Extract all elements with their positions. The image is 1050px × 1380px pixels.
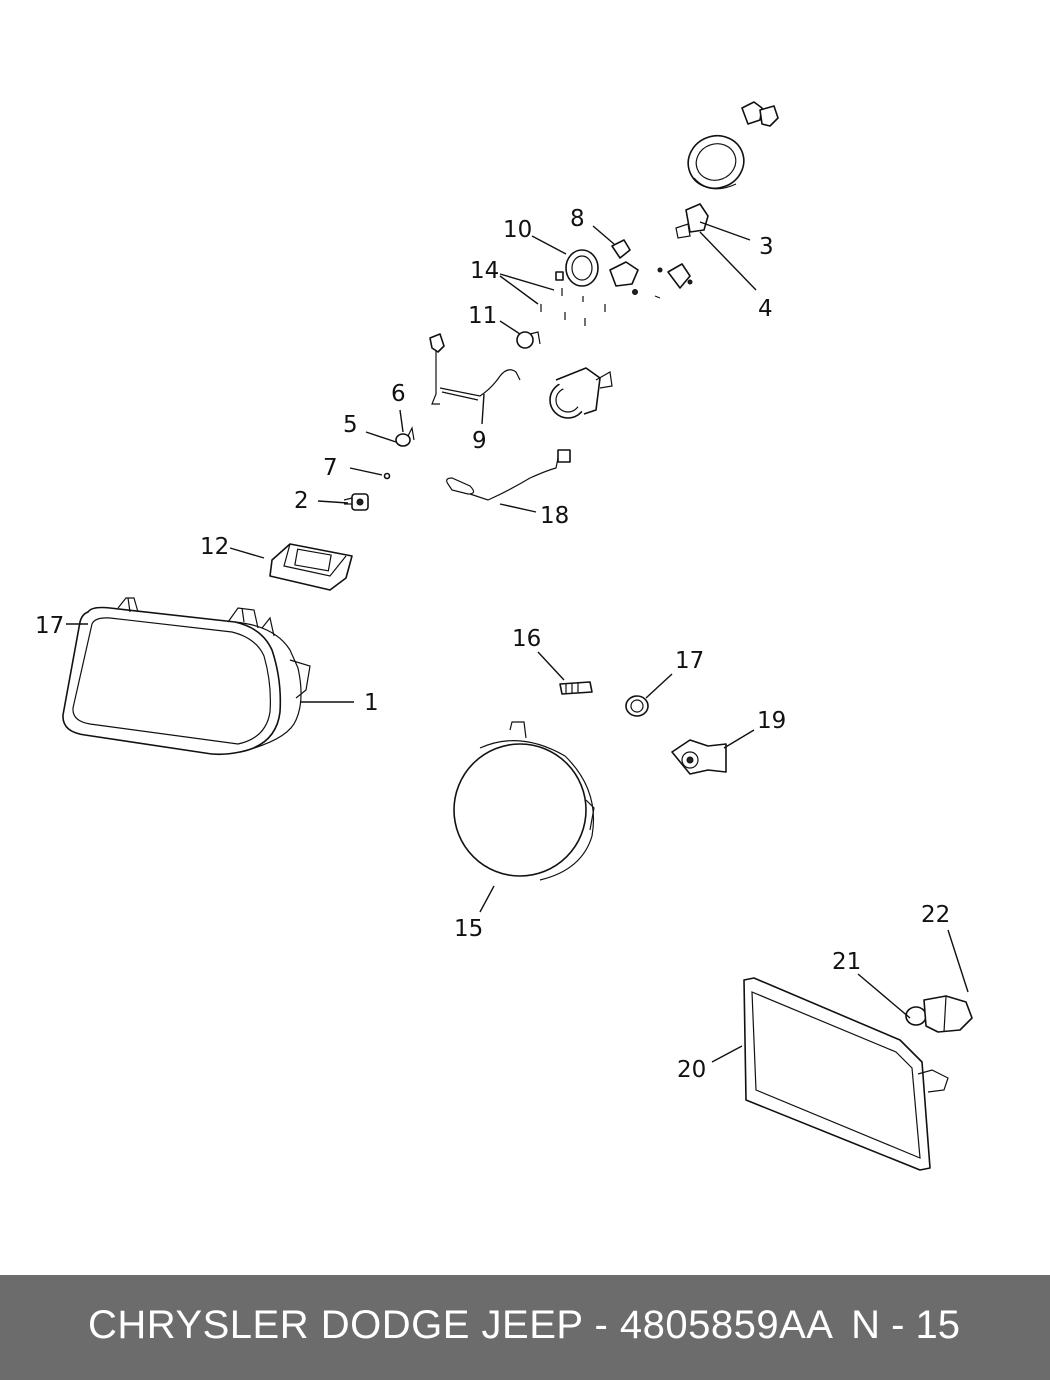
- screws: [540, 271, 661, 326]
- callout-21: 21: [832, 949, 861, 975]
- callout-9: 9: [472, 428, 487, 454]
- callout-20: 20: [677, 1057, 706, 1083]
- upper-bulb-socket: [675, 203, 709, 239]
- callout-2: 2: [294, 488, 309, 514]
- wire-harness: [429, 333, 521, 405]
- callout-17-left: 17: [35, 613, 64, 639]
- fog-lamp-bulb: [671, 739, 727, 775]
- marker-bulb-socket: [905, 995, 973, 1033]
- headlamp-assembly: [62, 597, 311, 756]
- wire-harness-connector: [446, 449, 571, 501]
- callout-14: 14: [470, 258, 499, 284]
- callout-18: 18: [540, 503, 569, 529]
- callout-11: 11: [468, 303, 497, 329]
- callout-10: 10: [503, 217, 532, 243]
- round-fog-lamp: [453, 721, 595, 881]
- leader-lines: [66, 221, 969, 1063]
- part-number-title: CHRYSLER DODGE JEEP - 4805859AA: [88, 1303, 834, 1347]
- ballast-module: [269, 543, 353, 591]
- side-marker-lamp: [743, 977, 949, 1171]
- top-connector: [741, 101, 779, 127]
- callout-6: 6: [391, 381, 406, 407]
- dust-cap: [687, 134, 745, 190]
- small-ball: [383, 472, 391, 480]
- callout-5: 5: [343, 412, 358, 438]
- connector-cluster: [609, 239, 693, 295]
- page-reference: N - 15: [851, 1303, 960, 1347]
- callout-16: 16: [512, 626, 541, 652]
- retaining-ring: [565, 249, 599, 287]
- callout-4: 4: [758, 296, 773, 322]
- callout-17-right: 17: [675, 648, 704, 674]
- footer-bar: CHRYSLER DODGE JEEP - 4805859AA N - 15: [0, 1275, 1050, 1380]
- callout-7: 7: [323, 455, 338, 481]
- parts-diagram: 1 2 3 4 5 6 7 8 9 10 11 12 14 17 16 17 1…: [35, 101, 973, 1171]
- small-lamp: [516, 331, 541, 349]
- callout-1: 1: [364, 690, 379, 716]
- bulb-socket: [343, 493, 369, 511]
- callout-8: 8: [570, 206, 585, 232]
- projector-assembly: [549, 367, 613, 419]
- callout-labels: 1 2 3 4 5 6 7 8 9 10 11 12 14 17 16 17 1…: [35, 206, 950, 1083]
- adjuster: [559, 681, 593, 695]
- callout-22: 22: [921, 902, 950, 928]
- small-bulb: [395, 426, 415, 447]
- callout-3: 3: [759, 234, 774, 260]
- callout-15: 15: [454, 916, 483, 942]
- callout-19: 19: [757, 708, 786, 734]
- grommet: [625, 695, 649, 717]
- callout-12: 12: [200, 534, 229, 560]
